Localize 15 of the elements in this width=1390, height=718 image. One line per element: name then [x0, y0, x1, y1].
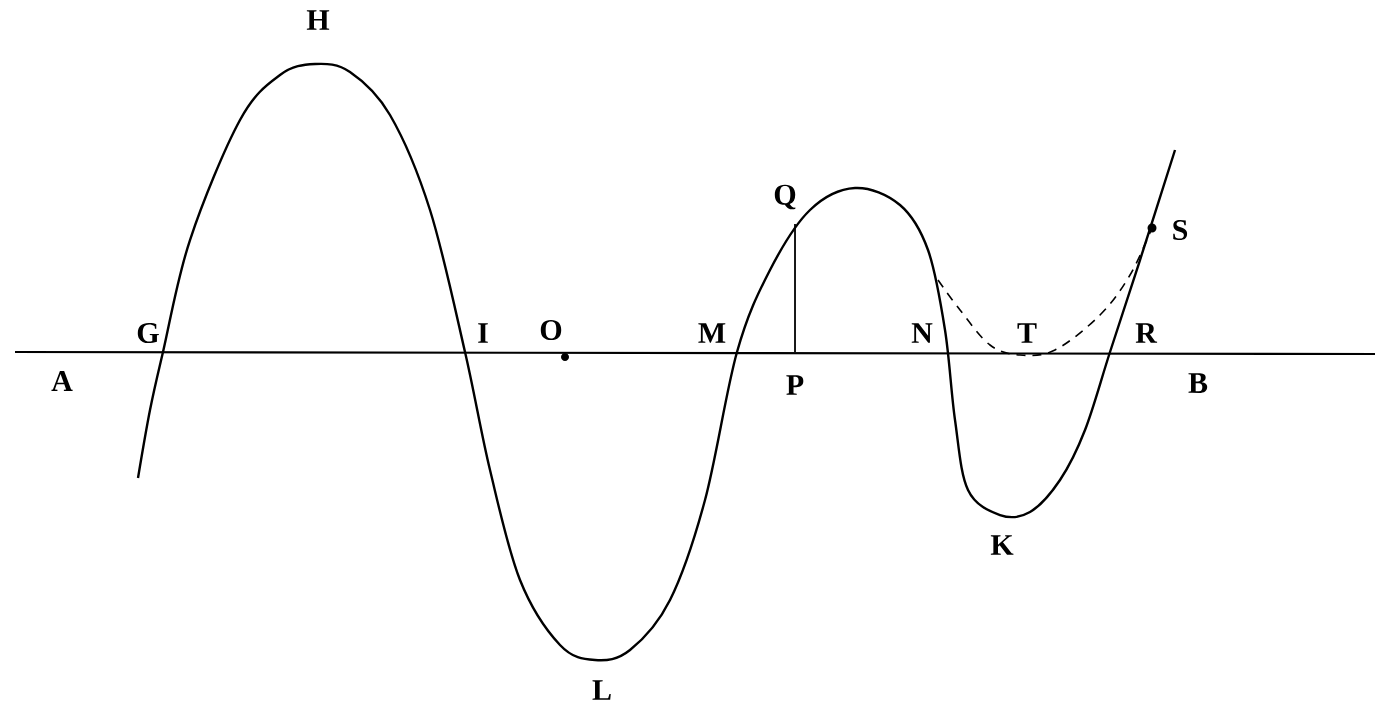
point-label: I: [478, 323, 488, 343]
point-label: M: [698, 323, 726, 343]
point-label: A: [51, 371, 73, 391]
point-label: K: [990, 535, 1014, 555]
point-label: Q: [774, 184, 796, 210]
point-label: P: [786, 375, 804, 395]
point-label: B: [1188, 373, 1208, 393]
point-label: G: [137, 322, 159, 344]
point-label: T: [1017, 323, 1037, 343]
point-label: O: [540, 319, 562, 341]
point-label: R: [1135, 323, 1158, 343]
point-label: N: [911, 323, 933, 343]
point-label: H: [306, 10, 330, 30]
point-label: L: [592, 680, 611, 700]
point-label: S: [1173, 219, 1188, 241]
